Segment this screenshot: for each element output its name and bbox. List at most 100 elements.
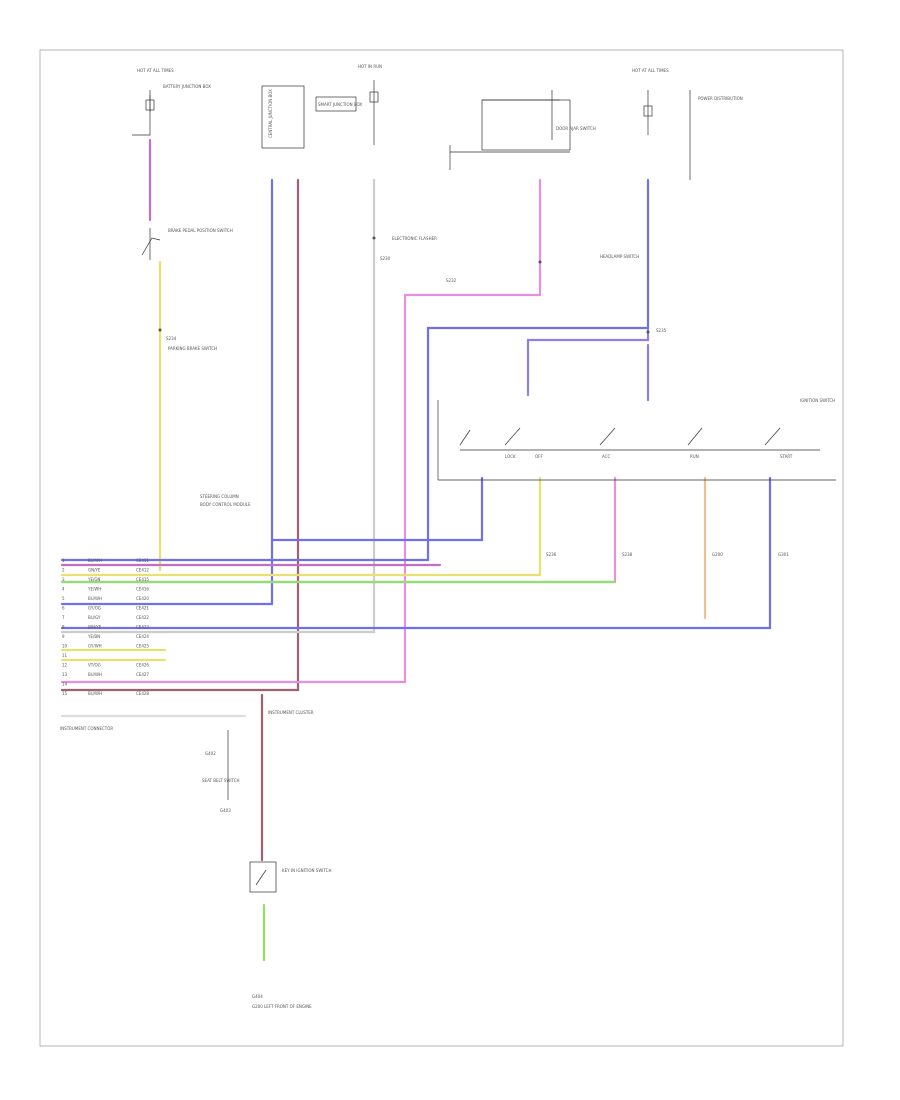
pin-circuit: CE421 xyxy=(136,606,149,611)
pin-number: 10 xyxy=(62,644,68,649)
ground-2: G301 xyxy=(778,552,789,557)
wire-violet-2 xyxy=(526,328,650,397)
wire-yellow-2 xyxy=(60,476,542,577)
pin-wire-color: BU/WH xyxy=(88,691,102,696)
component-parking-brake: PARKING BRAKE SWITCH xyxy=(168,346,217,351)
battery-junction-box: HOT AT ALL TIMES BATTERY JUNCTION BOX xyxy=(132,68,211,136)
ground-4: G403 xyxy=(220,808,231,813)
pin-wire-color: YE/WH xyxy=(87,587,101,592)
pin-wire-color: BU/WH xyxy=(88,672,102,677)
wire-blue-4 xyxy=(60,476,772,630)
component-cluster: INSTRUMENT CLUSTER xyxy=(268,710,314,715)
component-bcm: BODY CONTROL MODULE xyxy=(200,502,251,507)
hot-in-run-fuse: HOT IN RUN xyxy=(358,64,382,145)
pin-circuit: CE427 xyxy=(136,672,149,677)
pin-number: 9 xyxy=(62,634,65,639)
pin-wire-color: YE/BN xyxy=(87,634,100,639)
hot-label-2: HOT IN RUN xyxy=(358,64,382,69)
wire-blue-2 xyxy=(60,178,650,562)
top-box-4: POWER DISTRIBUTION xyxy=(698,96,743,101)
ground-1: G200 xyxy=(712,552,723,557)
component-door-ajar: DOOR AJAR SWITCH xyxy=(556,126,596,131)
pin-circuit: CE416 xyxy=(136,587,149,592)
ground-3: G402 xyxy=(205,751,216,756)
pin-circuit: CE426 xyxy=(136,663,149,668)
pin-wire-color: GY/OG xyxy=(88,606,101,611)
pin-number: 14 xyxy=(62,682,68,687)
seat-belt-switch: SEAT BELT SWITCH G200 LEFT FRONT OF ENGI… xyxy=(202,730,312,1009)
bottom-label-g200: G200 LEFT FRONT OF ENGINE xyxy=(252,1004,312,1009)
pin-circuit: CE415 xyxy=(136,577,149,582)
pin-number: 11 xyxy=(62,653,68,658)
switch-pos-off: OFF xyxy=(535,454,543,459)
pin-wire-color: GN/YE xyxy=(88,568,101,573)
pin-circuit: CE420 xyxy=(136,596,149,601)
pin-number: 4 xyxy=(62,587,65,592)
hot-label-1: HOT AT ALL TIMES xyxy=(137,68,174,73)
pin-wire-color: VT/OG xyxy=(88,663,101,668)
component-headlamp: HEADLAMP SWITCH xyxy=(600,254,639,259)
pin-wire-color: BU/WH xyxy=(88,558,102,563)
splice-5: S236 xyxy=(546,552,557,557)
wire-pink-2 xyxy=(60,476,617,584)
pin-wire-color: GY/WH xyxy=(88,644,102,649)
pin-number: 12 xyxy=(62,663,68,668)
splice-3: S234 xyxy=(166,336,177,341)
top-box-2: CENTRAL JUNCTION BOX xyxy=(268,89,273,138)
wire-gray-1 xyxy=(60,178,376,634)
pin-circuit: CE428 xyxy=(136,691,149,696)
pin-number: 5 xyxy=(62,596,65,601)
wire-blue-1 xyxy=(60,178,274,606)
door-ajar-switch-block: DOOR AJAR SWITCH xyxy=(449,90,596,170)
grounds: G200 G301 G402 G403 G404 xyxy=(205,552,789,999)
pin-number: 6 xyxy=(62,606,65,611)
component-steering-column: STEERING COLUMN xyxy=(200,494,239,499)
ignition-switch-label: IGNITION SWITCH xyxy=(800,398,835,403)
component-labels: PARKING BRAKE SWITCH KEY IN IGNITION SWI… xyxy=(168,236,639,873)
component-flasher: ELECTRONIC FLASHER xyxy=(392,236,437,241)
brake-pedal-switch: BRAKE PEDAL POSITION SWITCH xyxy=(141,228,233,260)
key-in-ignition-switch xyxy=(249,861,277,893)
splice-4: S235 xyxy=(656,328,667,333)
component-key-in-ignition: KEY IN IGNITION SWITCH xyxy=(282,868,331,873)
switch-pos-acc: ACC xyxy=(602,454,610,459)
pin-number: 3 xyxy=(62,577,65,582)
pin-number: 7 xyxy=(62,615,65,620)
diagram-frame xyxy=(39,49,844,1047)
pin-wire-color: YE/GN xyxy=(87,577,100,582)
wires xyxy=(60,138,772,962)
hot-label-3: HOT AT ALL TIMES xyxy=(632,68,669,73)
pin-number: 15 xyxy=(62,691,68,696)
top-box-3: SMART JUNCTION BOX xyxy=(318,102,362,107)
wire-pink-1 xyxy=(60,178,542,684)
splice-1: S230 xyxy=(380,256,391,261)
switch-pos-lock: LOCK xyxy=(505,454,516,459)
splices: S230 S232 S234 S235 S236 S238 xyxy=(158,236,667,557)
switch-pos-start: START xyxy=(780,454,793,459)
switch-contacts xyxy=(459,427,820,451)
connector-label: INSTRUMENT CONNECTOR xyxy=(60,726,113,731)
ignition-switch: IGNITION SWITCH LOCK OFF ACC RUN START xyxy=(437,398,836,481)
pin-number: 13 xyxy=(62,672,68,677)
switch-pos-run: RUN xyxy=(690,454,699,459)
component-brake-pedal: BRAKE PEDAL POSITION SWITCH xyxy=(168,228,233,233)
pin-number: 2 xyxy=(62,568,65,573)
splice-2: S232 xyxy=(446,278,457,283)
pin-wire-color: WH/YE xyxy=(88,625,102,630)
ground-5: G404 xyxy=(252,994,263,999)
power-distribution-block: HOT AT ALL TIMES POWER DISTRIBUTION xyxy=(632,68,743,180)
top-box-1: BATTERY JUNCTION BOX xyxy=(163,84,211,89)
pin-number: 1 xyxy=(62,558,65,563)
pin-wire-color: BU/WH xyxy=(88,596,102,601)
pin-circuit: CE424 xyxy=(136,634,149,639)
pin-wire-color: BU/GY xyxy=(88,615,101,620)
wire-maroon-1 xyxy=(60,178,300,692)
pin-circuit: CE425 xyxy=(136,644,149,649)
pin-circuit: CE411 xyxy=(136,558,149,563)
pin-number: 8 xyxy=(62,625,65,630)
pin-circuit: CE422 xyxy=(136,615,149,620)
wire-blue-3 xyxy=(270,476,484,542)
central-junction-box: CENTRAL JUNCTION BOX SMART JUNCTION BOX xyxy=(261,85,362,149)
